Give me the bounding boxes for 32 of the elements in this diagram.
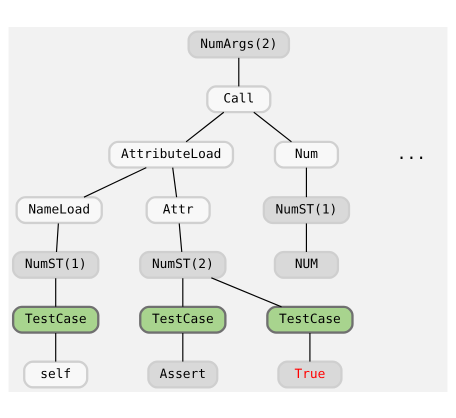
node-box: Attr bbox=[146, 196, 211, 224]
connector bbox=[186, 111, 224, 142]
connector bbox=[55, 332, 56, 362]
connector bbox=[84, 166, 147, 198]
connector bbox=[56, 222, 59, 252]
connector bbox=[172, 167, 178, 197]
node-box: NumArgs(2) bbox=[187, 30, 290, 58]
label: ... bbox=[396, 144, 426, 163]
node-box: TestCase bbox=[139, 305, 227, 334]
node-box: NumST(1) bbox=[262, 196, 350, 224]
node-box: self bbox=[23, 360, 88, 388]
node-box: Num bbox=[274, 140, 340, 168]
node-box: NumST(2) bbox=[139, 250, 227, 278]
connector bbox=[238, 57, 240, 86]
connector bbox=[309, 332, 310, 362]
node-box: NumST(1) bbox=[12, 250, 100, 278]
connector bbox=[182, 278, 184, 306]
node-box: NUM bbox=[274, 250, 340, 278]
node-box: True bbox=[277, 360, 343, 388]
connector bbox=[306, 222, 307, 252]
connector bbox=[306, 167, 307, 197]
connector bbox=[178, 222, 182, 252]
node-box: AttributeLoad bbox=[108, 140, 234, 168]
node-box: Call bbox=[206, 84, 272, 113]
connector bbox=[211, 276, 282, 307]
node-box: TestCase bbox=[12, 305, 100, 334]
node-box: NameLoad bbox=[15, 196, 103, 224]
node-box: TestCase bbox=[266, 305, 354, 334]
connector bbox=[253, 111, 292, 142]
connector bbox=[182, 332, 184, 362]
connector bbox=[55, 278, 56, 306]
node-box: Assert bbox=[147, 360, 218, 388]
